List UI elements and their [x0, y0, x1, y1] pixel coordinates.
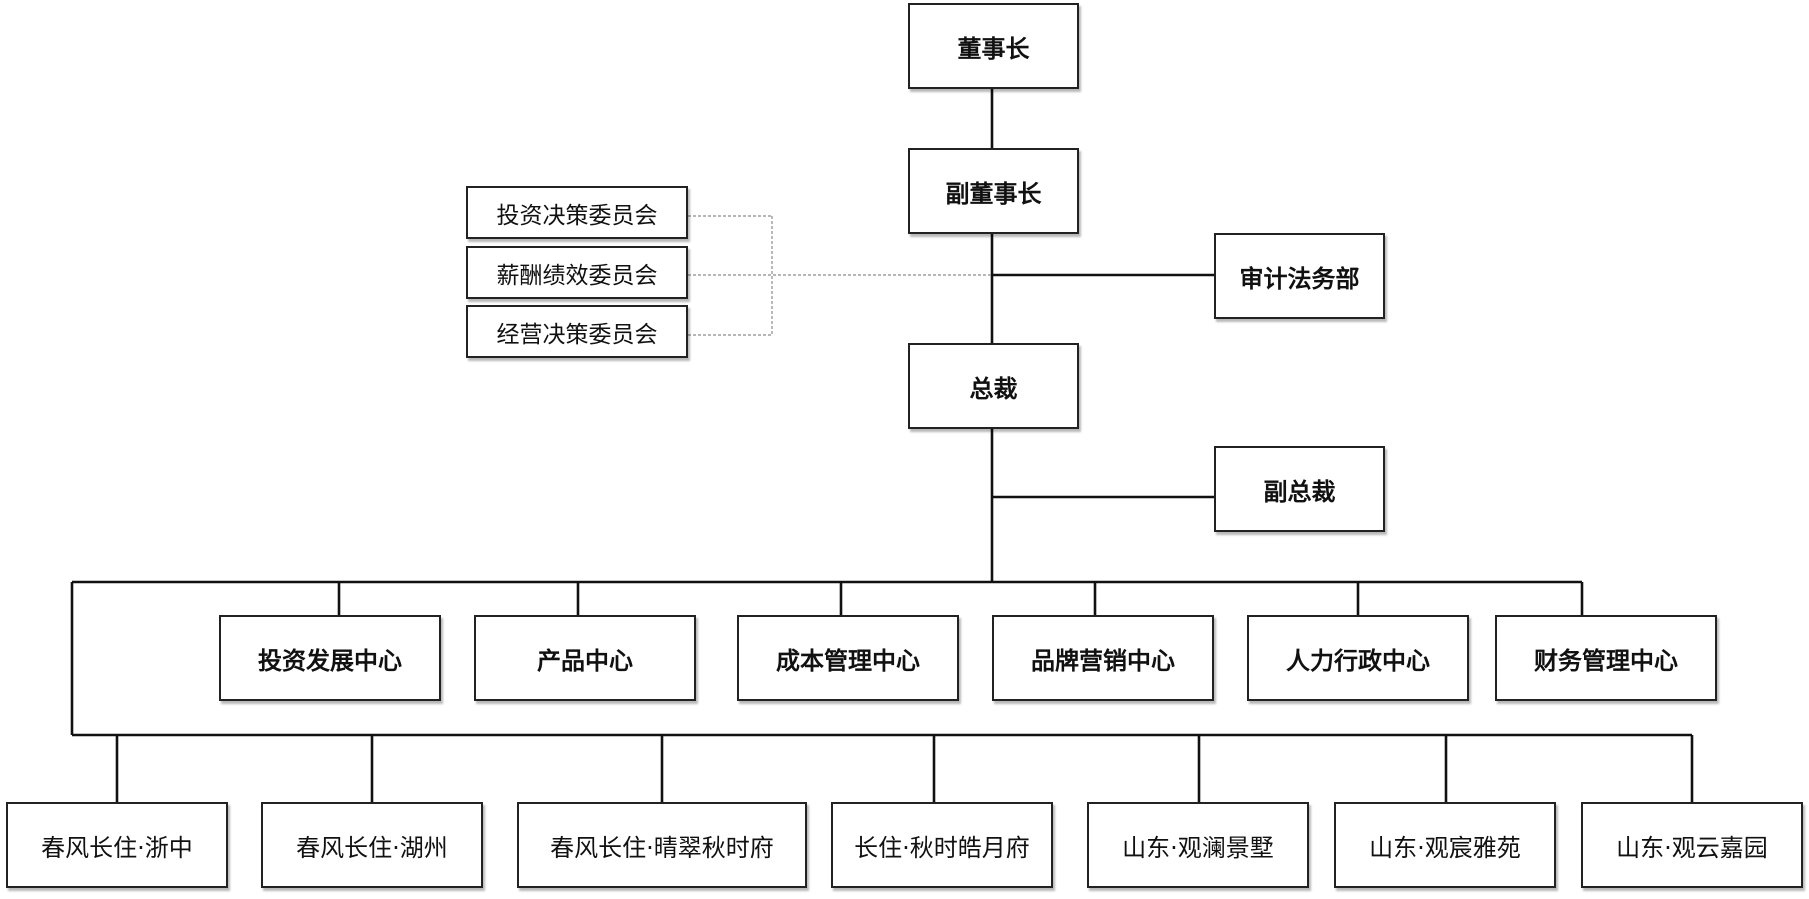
center-box: 投资发展中心 [219, 615, 441, 701]
project-box: 山东·观云嘉园 [1581, 802, 1803, 888]
center-box: 产品中心 [474, 615, 696, 701]
node-audit-legal: 审计法务部 [1214, 233, 1385, 319]
center-box: 人力行政中心 [1247, 615, 1469, 701]
project-box: 长住·秋时皓月府 [831, 802, 1053, 888]
project-box: 山东·观宸雅苑 [1334, 802, 1556, 888]
project-box: 春风长住·浙中 [6, 802, 228, 888]
node-vice-chairman: 副董事长 [908, 148, 1079, 234]
node-president: 总裁 [908, 343, 1079, 429]
center-box: 财务管理中心 [1495, 615, 1717, 701]
project-box: 春风长住·晴翠秋时府 [517, 802, 807, 888]
center-box: 品牌营销中心 [992, 615, 1214, 701]
project-box: 春风长住·湖州 [261, 802, 483, 888]
committee-box: 投资决策委员会 [466, 186, 688, 239]
center-box: 成本管理中心 [737, 615, 959, 701]
node-chairman: 董事长 [908, 3, 1079, 89]
committee-box: 经营决策委员会 [466, 305, 688, 358]
project-box: 山东·观澜景墅 [1087, 802, 1309, 888]
committee-box: 薪酬绩效委员会 [466, 246, 688, 299]
node-vice-president: 副总裁 [1214, 446, 1385, 532]
